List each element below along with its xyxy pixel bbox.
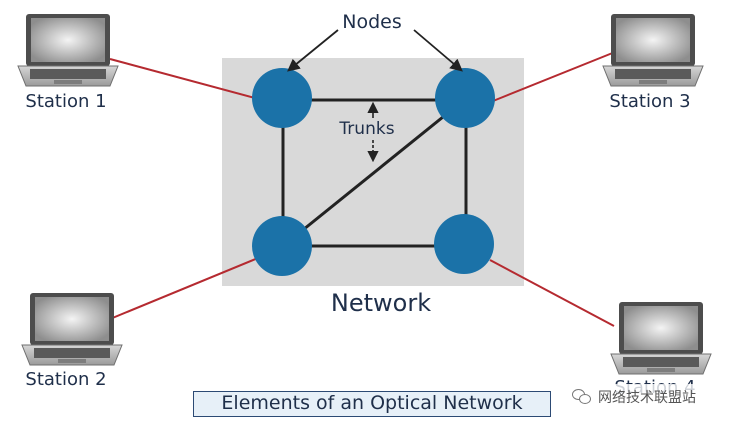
trunk-diagonal (282, 98, 465, 248)
nodes-arrow-left (287, 29, 339, 72)
nodes-arrow-right (413, 29, 463, 72)
station4-laptop-icon (610, 301, 712, 375)
node-bottom-left (252, 216, 312, 276)
diagram-caption: Elements of an Optical Network (193, 391, 551, 417)
access-line-station3 (492, 51, 616, 102)
station1-laptop-icon (17, 13, 119, 87)
wechat-icon (572, 388, 592, 406)
station3-label: Station 3 (609, 91, 690, 112)
network-label: Network (331, 289, 431, 317)
nodes-label: Nodes (342, 11, 402, 33)
station2-label: Station 2 (25, 369, 106, 390)
station2-laptop-icon (21, 292, 123, 366)
watermark-text: 网络技术联盟站 (598, 390, 696, 406)
node-top-left (252, 68, 312, 128)
station1-label: Station 1 (25, 91, 106, 112)
station3-laptop-icon (602, 13, 704, 87)
watermark: 网络技术联盟站 (568, 384, 700, 410)
access-line-station4 (489, 259, 615, 327)
trunks-label: Trunks (338, 119, 394, 139)
node-top-right (435, 68, 495, 128)
access-line-station1 (109, 58, 256, 99)
access-line-station2 (109, 257, 259, 320)
node-bottom-right (434, 214, 494, 274)
